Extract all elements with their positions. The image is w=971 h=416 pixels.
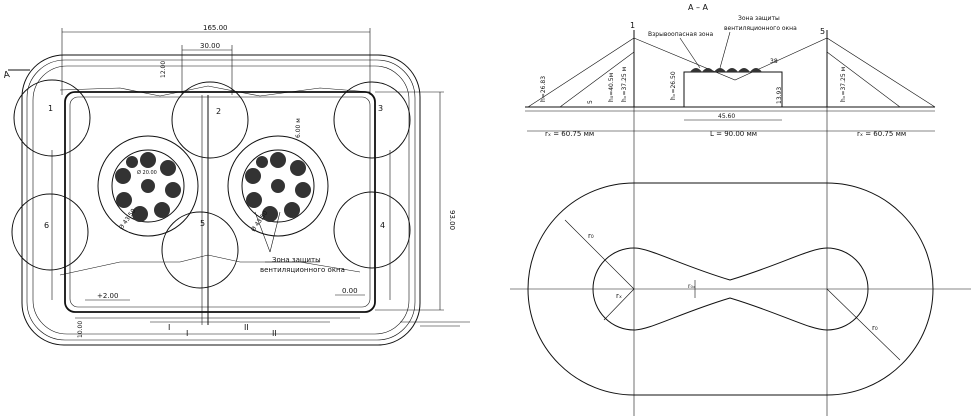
h-left-mid: h₀=40.5м: [608, 73, 615, 102]
dim-small-top: 12.00: [160, 61, 167, 78]
r-big-right: r₀: [872, 324, 878, 332]
section-mark-left: А: [3, 70, 12, 81]
zone-number-3: 3: [378, 104, 383, 113]
left-plan-view: Зона защиты вентиляционного окна 165.00 …: [3, 24, 470, 346]
elevation-right: 0.00: [342, 287, 358, 295]
dim-building-w: 45.60: [718, 113, 735, 120]
l-center: L = 90.00 мм: [710, 130, 757, 138]
elevation-left: +2.00: [97, 292, 118, 300]
inner-protection-zone: [592, 247, 869, 331]
building: [683, 71, 783, 108]
h-left-inner: hₓ=37.25 м: [621, 67, 628, 102]
zone-number-6: 6: [44, 221, 49, 230]
section-title: А – А: [688, 3, 709, 12]
zone-number-2: 2: [216, 107, 221, 116]
dim-top-right: 38: [770, 58, 778, 65]
dim-diag-b: Ø 43.50: [250, 209, 269, 233]
zone-circle-6: [11, 193, 89, 271]
zone-number-1: 1: [48, 104, 53, 113]
zone-circle-1: [13, 79, 91, 157]
zone-circle-4: [333, 191, 411, 269]
zone-label-line1: Зона защиты: [272, 256, 321, 264]
h-center: hₓ=26.50: [670, 71, 677, 100]
dim-small: 5: [587, 100, 594, 104]
r-small-left: rₓ: [616, 292, 622, 300]
zone-number-5: 5: [200, 219, 205, 228]
label-vent-1: Зона защиты: [738, 15, 780, 22]
right-section-view: А – А 1 5 Взрывоопасная зона Зона защиты…: [510, 3, 971, 416]
dim-right: 93.00: [448, 210, 456, 230]
protection-outline-top: [59, 85, 371, 97]
dim-bottom-left: 10.00: [77, 321, 84, 338]
inner-wall: [64, 91, 376, 313]
tank-left: [97, 135, 199, 237]
outer-contour-3: [32, 65, 410, 335]
h-left-outer: h=26.83: [540, 76, 547, 102]
mast-left-label: 1: [630, 21, 635, 30]
r-big-left: r₀: [588, 232, 594, 240]
tank-right: [227, 135, 329, 237]
inner-wall-2: [69, 96, 371, 308]
zone-number-4: 4: [380, 221, 385, 230]
section-bottom-a: I: [168, 323, 170, 332]
zone-circle-3: [333, 81, 411, 159]
r-neck: r₀ₓ: [688, 283, 696, 290]
section-bottom-d: II: [272, 329, 277, 338]
protection-cone: [527, 37, 936, 108]
r-left: rₓ = 60.75 мм: [545, 130, 594, 138]
dim-building-h: 13.93: [776, 87, 783, 104]
zone-circle-5: [161, 211, 239, 289]
ladders: [51, 150, 391, 319]
r-right: rₓ = 60.75 мм: [857, 130, 906, 138]
mast-right-label: 5: [820, 27, 825, 36]
building-roof: [690, 68, 762, 72]
zone-label-line2: вентиляционного окна: [260, 266, 345, 274]
outer-contour-2: [26, 59, 416, 341]
dim-inner-diag: Ø 20.00: [137, 169, 157, 176]
dim-small-right: 6.00 м: [295, 118, 302, 138]
protection-stadium: [527, 182, 934, 396]
outer-contour-1: [21, 54, 421, 346]
dim-width: 165.00: [203, 24, 228, 32]
label-vent-2: вентиляционного окна: [724, 25, 797, 32]
dim-top-inner: 30.00: [200, 42, 220, 50]
label-explosion: Взрывоопасная зона: [648, 31, 714, 38]
zone-circle-2: [171, 81, 249, 159]
section-bottom-b: I: [186, 329, 188, 338]
h-right: hₓ=37.25 м: [840, 67, 847, 102]
section-bottom-c: II: [244, 323, 249, 332]
